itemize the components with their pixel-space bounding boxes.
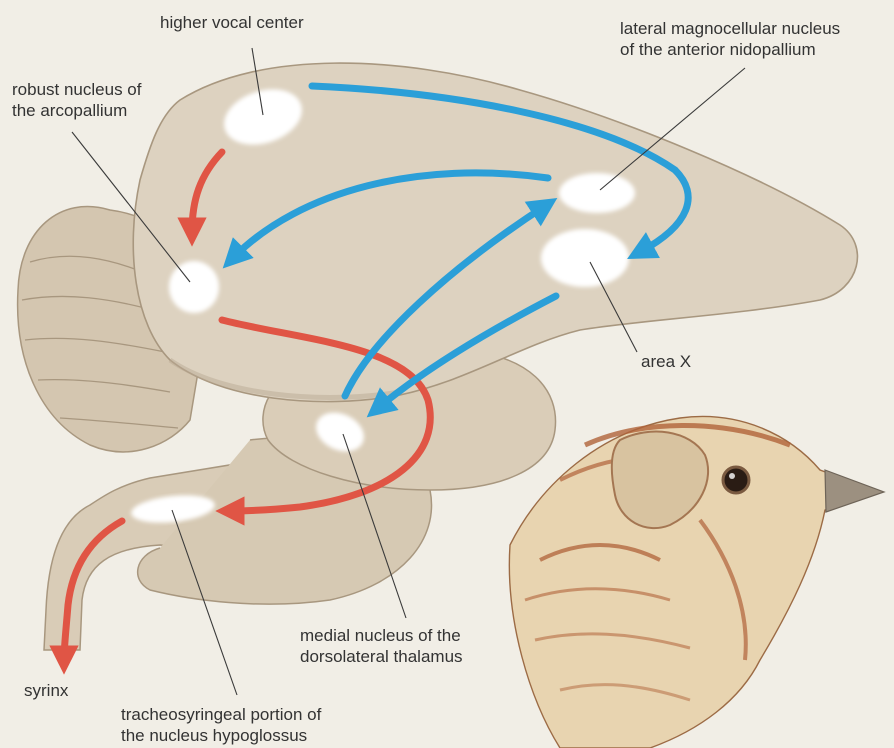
area-x-nucleus — [541, 229, 629, 287]
dlm-label: medial nucleus of the dorsolateral thala… — [300, 625, 463, 667]
sparrow-eye — [723, 467, 749, 493]
ra-label-line-2: the arcopallium — [12, 100, 141, 121]
dlm-label-line-1: medial nucleus of the — [300, 625, 463, 646]
sparrow-head — [509, 417, 884, 748]
sparrow-beak — [825, 470, 884, 512]
dlm-label-line-2: dorsolateral thalamus — [300, 646, 463, 667]
syrinx-label-line-1: syrinx — [24, 680, 68, 701]
ra-label-line-1: robust nucleus of — [12, 79, 141, 100]
area-x-label: area X — [641, 351, 691, 372]
lman-label-line-2: of the anterior nidopallium — [620, 39, 840, 60]
nxii-label-line-2: the nucleus hypoglossus — [121, 725, 321, 746]
lman-nucleus — [559, 173, 635, 213]
ra-nucleus — [169, 261, 219, 313]
hvc-label-line-1: higher vocal center — [160, 12, 304, 33]
lman-label-line-1: lateral magnocellular nucleus — [620, 18, 840, 39]
area-x-label-line-1: area X — [641, 351, 691, 372]
hvc-label: higher vocal center — [160, 12, 304, 33]
syrinx-label: syrinx — [24, 680, 68, 701]
lman-label: lateral magnocellular nucleus of the ant… — [620, 18, 840, 60]
nxii-label-line-1: tracheosyringeal portion of — [121, 704, 321, 725]
ra-label: robust nucleus of the arcopallium — [12, 79, 141, 121]
nxii-label: tracheosyringeal portion of the nucleus … — [121, 704, 321, 746]
